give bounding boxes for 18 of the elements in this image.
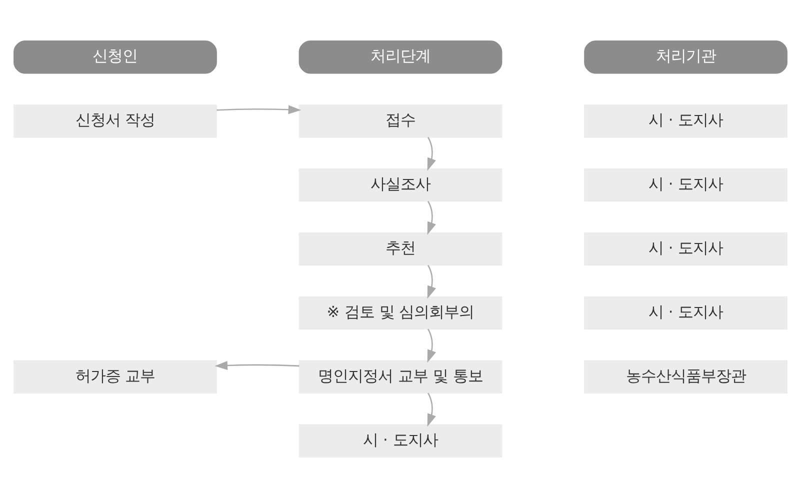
arrow bbox=[426, 200, 436, 235]
node-box: 처리기관 bbox=[584, 40, 787, 74]
arrow bbox=[214, 361, 299, 370]
node-box: 명인지정서 교부 및 통보 bbox=[298, 360, 502, 394]
node-box: 처리단계 bbox=[298, 40, 502, 74]
arrow bbox=[216, 105, 301, 114]
node-box: 신청서 작성 bbox=[13, 104, 216, 138]
node-box: 허가증 교부 bbox=[13, 360, 216, 394]
node-box: 사실조사 bbox=[298, 168, 502, 202]
node-box: 신청인 bbox=[13, 40, 216, 74]
node-box: 추천 bbox=[298, 232, 502, 266]
arrow bbox=[426, 264, 436, 299]
arrow bbox=[426, 392, 436, 427]
node-box: 시 · 도지사 bbox=[298, 424, 502, 458]
node-box: 접수 bbox=[298, 104, 502, 138]
arrow bbox=[426, 328, 436, 363]
arrow bbox=[426, 136, 436, 171]
node-box: ※ 검토 및 심의회부의 bbox=[298, 296, 502, 330]
